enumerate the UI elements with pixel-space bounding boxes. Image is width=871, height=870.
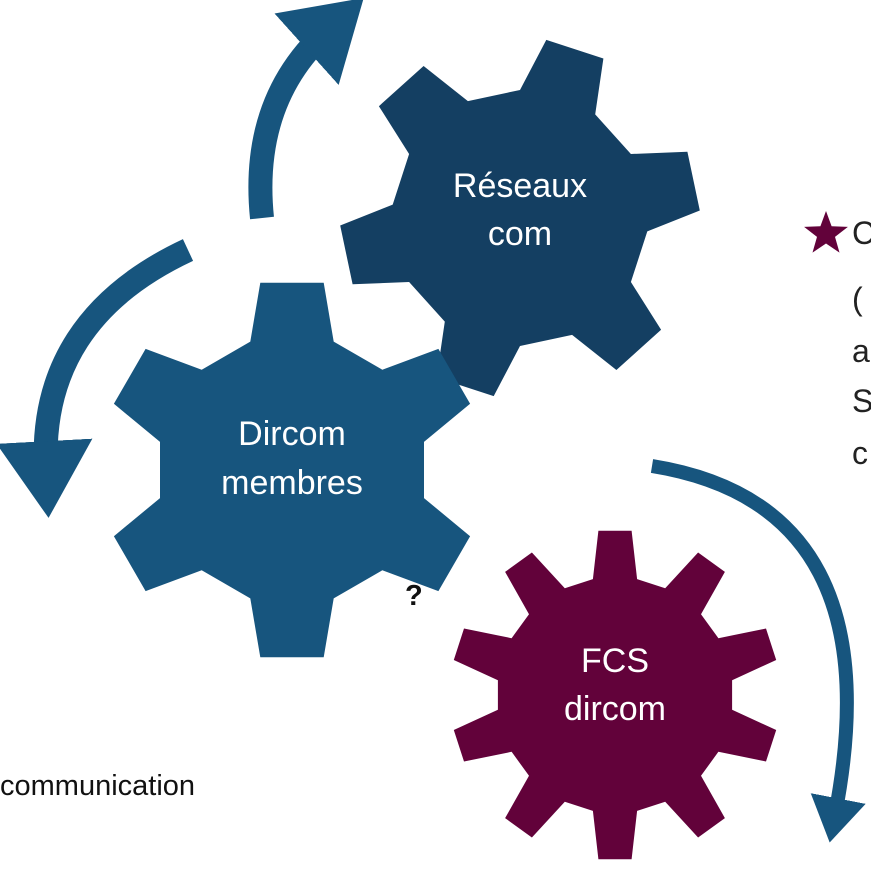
gear-fcs-label-line2: dircom (564, 690, 666, 728)
arrow-top (248, 0, 364, 220)
gear-fcs: FCS dircom (453, 530, 777, 860)
right-text-line-5: c (852, 435, 868, 471)
right-text-line-1: C (852, 215, 871, 251)
question-mark-text: ? (405, 580, 423, 612)
right-text-line-2: ( (852, 281, 863, 317)
gear-dircom: Dircom membres (113, 282, 471, 658)
gear-dircom-label-line2: membres (221, 464, 363, 502)
gear-fcs-shape (453, 530, 777, 860)
star-icon (804, 211, 848, 253)
gear-reseaux-label-line2: com (488, 215, 552, 253)
gear-dircom-shape (113, 282, 471, 658)
gear-reseaux-label-line1: Réseaux (453, 167, 587, 205)
gear-fcs-label-line1: FCS (581, 642, 649, 680)
gear-dircom-label-line1: Dircom (238, 415, 346, 453)
right-text-line-3: a (852, 333, 870, 369)
right-text-line-4: S (852, 383, 871, 419)
arrow-left (0, 239, 194, 518)
arrow-right (650, 459, 866, 843)
communication-text: communication (0, 770, 196, 802)
gear-reseaux: Réseaux com (340, 39, 700, 397)
gear-reseaux-shape (340, 39, 700, 397)
